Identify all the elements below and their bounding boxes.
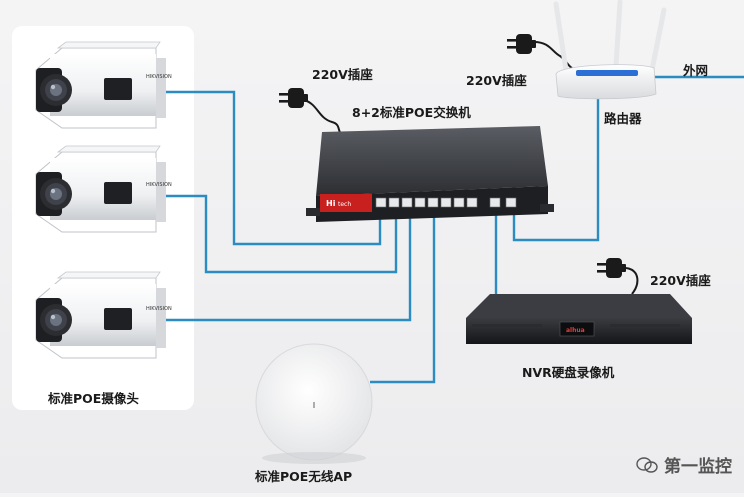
router-icon (553, 0, 667, 100)
watermark: 第一监控 (636, 452, 732, 477)
wan-label: 外网 (683, 63, 709, 78)
switch-socket-label: 220V插座 (312, 67, 373, 82)
nvr-label: NVR硬盘录像机 (522, 365, 615, 380)
camera-brand-2: HIKVISION (146, 182, 172, 188)
camera-brand-3: HIKVISION (146, 306, 172, 312)
wireless-ap-icon (255, 343, 373, 464)
switch-brand-badge: tech (338, 201, 351, 208)
camera-icon-2 (35, 145, 167, 233)
nvr-socket-label: 220V插座 (650, 273, 711, 288)
camera-brand-1: HIKVISION (146, 74, 172, 80)
camera-icon-3 (35, 271, 167, 359)
network-cables (160, 75, 744, 384)
cord-router (533, 41, 573, 69)
cable-router (512, 97, 600, 242)
nvr-icon: alhua (466, 294, 692, 344)
cable-ap (370, 212, 436, 384)
wechat-icon (636, 456, 658, 473)
plug-icon-nvr (597, 258, 626, 278)
poe-switch-icon: Hi tech (306, 126, 554, 222)
switch-brand: Hi (326, 199, 336, 208)
cameras-label: 标准POE摄像头 (48, 391, 139, 406)
watermark-text: 第一监控 (664, 457, 732, 477)
switch-label: 8+2标准POE交换机 (352, 105, 471, 120)
router-label: 路由器 (604, 111, 642, 126)
nvr-brand: alhua (566, 327, 585, 334)
plug-icon-router (507, 34, 536, 54)
power-cords (303, 41, 639, 295)
camera-icon-1 (35, 41, 167, 129)
cable-camera-2 (160, 194, 398, 274)
ap-label: 标准POE无线AP (255, 469, 353, 484)
cable-camera-1 (160, 90, 382, 246)
cord-switch (303, 99, 341, 133)
cable-camera-3 (162, 212, 412, 322)
router-socket-label: 220V插座 (466, 73, 527, 88)
cord-nvr (625, 267, 639, 295)
plug-icon-switch (279, 88, 308, 108)
